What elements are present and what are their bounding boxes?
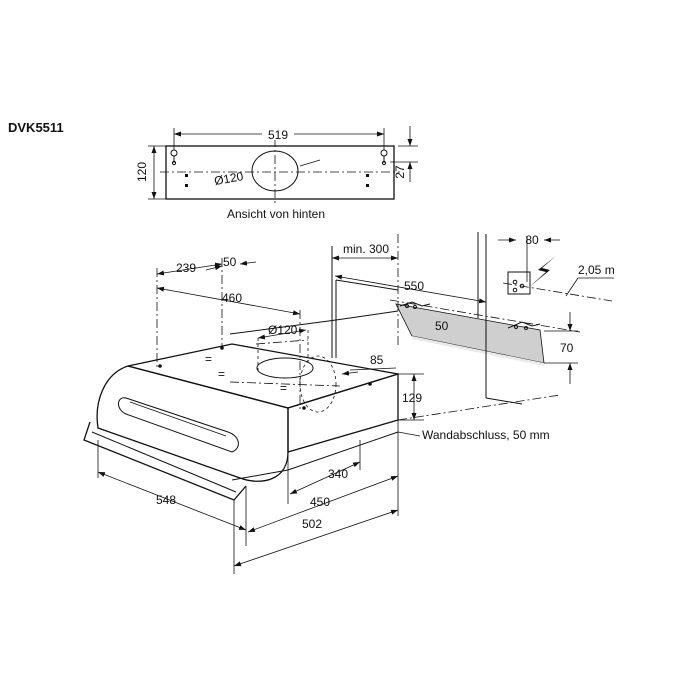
dim-line-239: [156, 262, 223, 276]
dim-line-502: [233, 509, 399, 567]
dim-70-label: 70: [560, 341, 574, 355]
dim-340-label: 340: [328, 467, 348, 481]
rear-panel-outline: [165, 145, 395, 200]
rear-diameter-label: Ø120: [213, 169, 245, 188]
band-50-label: 50: [435, 319, 449, 333]
rear-width-label: 519: [268, 128, 288, 142]
wall-end-axis: [397, 394, 561, 421]
diameter-leader: [299, 159, 321, 167]
top-duct-outline: [256, 357, 314, 379]
hood-lip: [83, 421, 247, 501]
height-leader: [565, 277, 579, 297]
socket-axis: [502, 282, 613, 302]
dim-548-label: 548: [156, 493, 176, 507]
center-line: [229, 381, 341, 387]
wall-note-label: Wandabschluss, 50 mm: [422, 428, 550, 442]
dim-502-label: 502: [302, 517, 322, 531]
keyhole-right: [380, 149, 388, 166]
lightning-icon: [528, 256, 556, 288]
dim-129-label: 129: [402, 391, 422, 405]
main-diameter-label: Ø120: [268, 323, 298, 337]
screw-point: [220, 346, 224, 350]
marker-equals: =: [280, 381, 287, 395]
dim-arrow-85: [341, 370, 359, 376]
screw-point: [185, 174, 188, 177]
screw-point: [158, 364, 162, 368]
socket-pin: [512, 287, 518, 293]
bracket-left: [399, 301, 431, 307]
dim-85-label: 85: [370, 353, 384, 367]
dim-80-label: 80: [525, 233, 539, 247]
bracket-right: [507, 321, 541, 329]
cabinet-edge: [335, 310, 399, 321]
socket-box: [507, 271, 531, 295]
screw-point: [185, 184, 188, 187]
dim-line-548: [97, 471, 247, 531]
dim-min300-label: min. 300: [343, 242, 389, 256]
marker-equals: =: [218, 367, 225, 381]
dim-line-460: [156, 286, 301, 316]
wall-note-leader: [397, 431, 421, 437]
dim-line-85: [349, 367, 397, 371]
screw-point: [302, 406, 306, 410]
duct-opening: [251, 150, 299, 192]
wall-band: [395, 303, 545, 364]
duct-flow-hint: [299, 355, 337, 413]
hood-right-side: [287, 373, 399, 453]
dim-line-diameter: [257, 328, 307, 340]
center-line: [255, 339, 309, 345]
model-title: DVK5511: [8, 120, 64, 135]
hood-bottom-edge: [231, 431, 399, 481]
rear-offset-label: 27: [393, 165, 407, 179]
dim-205m-label: 2,05 m: [578, 263, 615, 277]
main-view: 80 2,05 m 550 min. 300 50 70: [83, 232, 615, 574]
dim-460-label: 460: [222, 291, 242, 305]
dim-line-550: [334, 274, 487, 304]
dim-50-top-label: 50: [223, 255, 237, 269]
screw-point: [366, 174, 369, 177]
dim-line-340: [289, 461, 361, 495]
hood-body: = = =: [83, 343, 399, 501]
dim-arrow-50-left: [205, 265, 223, 271]
rear-height-label: 120: [135, 162, 149, 182]
socket-pin: [512, 279, 518, 285]
light-window-inner: [129, 401, 227, 437]
hood-lip-inner: [91, 431, 237, 493]
light-window: [118, 397, 239, 453]
dim-239-label: 239: [176, 261, 196, 275]
rear-view-caption: Ansicht von hinten: [227, 207, 325, 221]
band-axis: [389, 299, 581, 333]
dim-arrow-50-right: [239, 260, 257, 266]
right-cabinet-edge: [485, 397, 523, 405]
keyhole-left: [170, 149, 178, 166]
dim-450-label: 450: [310, 495, 330, 509]
dim-550-label: 550: [404, 279, 424, 293]
screw-point: [366, 184, 369, 187]
mount-line: [229, 319, 337, 335]
screw-point: [368, 382, 372, 386]
rear-view: Ø120 519 120 27 A: [135, 126, 418, 221]
marker-equals: =: [205, 352, 212, 366]
